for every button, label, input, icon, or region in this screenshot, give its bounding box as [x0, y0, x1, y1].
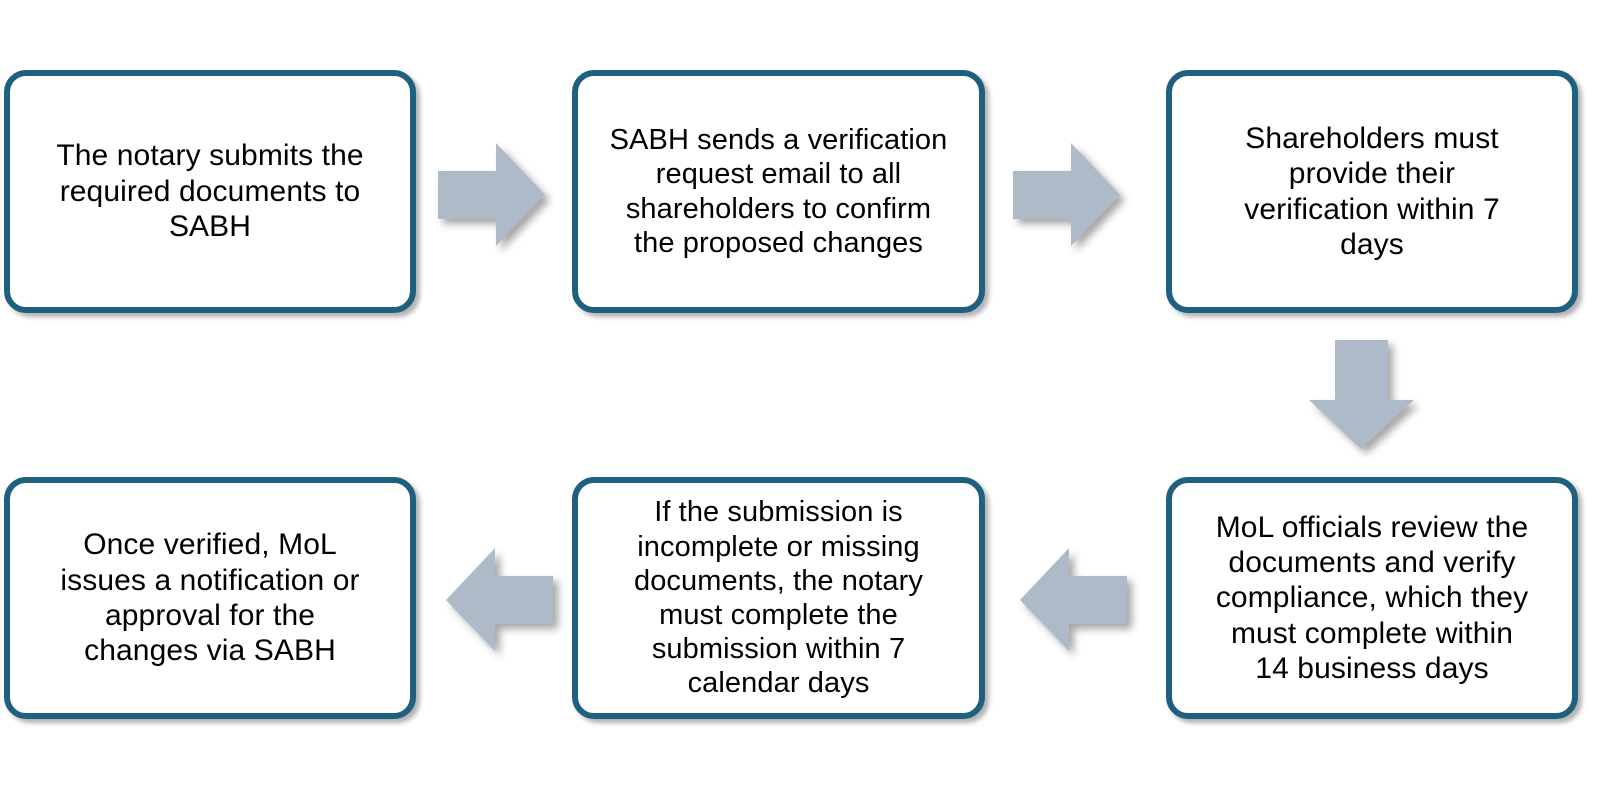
process-node-6[interactable]: Once verified, MoL issues a notification… — [4, 477, 416, 719]
process-node-6-label: Once verified, MoL issues a notification… — [60, 528, 360, 668]
process-node-2[interactable]: SABH sends a verification request email … — [572, 70, 985, 313]
arrow-right-step1-to-step2 — [438, 143, 546, 247]
process-node-3-label: Shareholders must provide their verifica… — [1244, 121, 1500, 261]
process-node-2-label: SABH sends a verification request email … — [609, 124, 948, 259]
process-node-4[interactable]: MoL officials review the documents and v… — [1166, 477, 1578, 719]
arrow-right-step2-to-step3 — [1013, 143, 1121, 247]
arrow-left-step5-to-step6 — [446, 548, 554, 652]
process-node-4-label: MoL officials review the documents and v… — [1215, 510, 1529, 686]
process-node-3[interactable]: Shareholders must provide their verifica… — [1166, 70, 1578, 313]
process-node-5-label: If the submission is incomplete or missi… — [633, 496, 924, 700]
process-node-1-label: The notary submits the required document… — [56, 139, 364, 244]
process-node-5[interactable]: If the submission is incomplete or missi… — [572, 477, 985, 719]
arrow-left-step4-to-step5 — [1020, 548, 1128, 652]
arrow-down-step3-to-step4 — [1309, 340, 1415, 450]
process-node-1[interactable]: The notary submits the required document… — [4, 70, 416, 313]
